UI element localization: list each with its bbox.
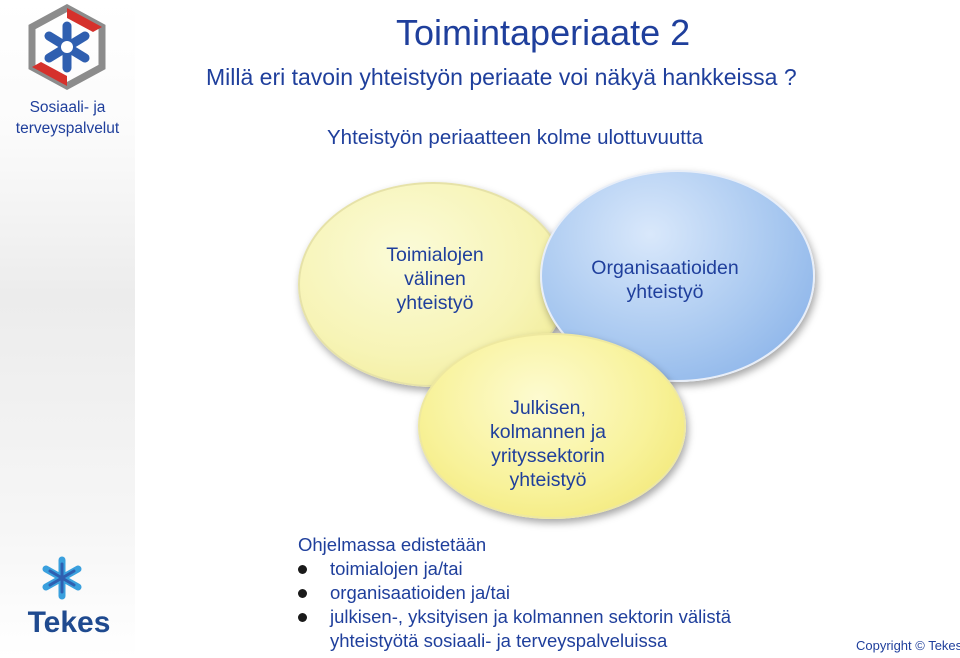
program-heading: Ohjelmassa edistetään bbox=[298, 534, 487, 555]
bullet-icon bbox=[298, 565, 307, 574]
circle-left-line3: yhteistyö bbox=[396, 292, 474, 314]
org-name-line1: Sosiaali- ja bbox=[29, 99, 106, 116]
circle-bottom-line2: kolmannen ja bbox=[490, 421, 606, 443]
org-name-line2: terveyspalvelut bbox=[15, 120, 120, 137]
circle-left-line2: välinen bbox=[404, 268, 466, 290]
circle-left-label: Toimialojen välinen yhteistyö bbox=[345, 243, 525, 315]
tekes-logo-icon: Tekes bbox=[28, 556, 111, 639]
list-item-text: julkisen-, yksityisen ja kolmannen sekto… bbox=[330, 606, 732, 627]
circle-bottom-line3: yrityssektorin bbox=[491, 445, 605, 467]
slide-title: Toimintaperiaate 2 bbox=[396, 12, 691, 53]
circle-bottom-line1: Julkisen, bbox=[510, 397, 586, 419]
circle-right-line1: Organisaatioiden bbox=[591, 257, 739, 279]
list-item-continuation: yhteistyötä sosiaali- ja terveyspalvelui… bbox=[330, 630, 668, 651]
slide-subtitle: Yhteistyön periaatteen kolme ulottuvuutt… bbox=[327, 126, 704, 149]
bullet-icon bbox=[298, 589, 307, 598]
slide-question: Millä eri tavoin yhteistyön periaate voi… bbox=[206, 64, 797, 90]
bullet-icon bbox=[298, 613, 307, 622]
circle-bottom-label: Julkisen, kolmannen ja yrityssektorin yh… bbox=[458, 396, 638, 492]
snowflake-logo-icon bbox=[28, 4, 106, 90]
circle-bottom-line4: yhteistyö bbox=[509, 469, 587, 491]
tekes-logo-text: Tekes bbox=[28, 606, 111, 639]
list-item-text: toimialojen ja/tai bbox=[330, 558, 463, 579]
circle-right-label: Organisaatioiden yhteistyö bbox=[560, 256, 770, 304]
sidebar: Sosiaali- ja terveyspalvelut Tekes bbox=[0, 0, 135, 658]
list-item: organisaatioiden ja/tai bbox=[298, 581, 731, 605]
list-item-text: organisaatioiden ja/tai bbox=[330, 582, 510, 603]
circle-left-line1: Toimialojen bbox=[386, 244, 484, 266]
circle-right-line2: yhteistyö bbox=[626, 281, 704, 303]
circle-sektorien bbox=[418, 333, 686, 519]
copyright-text: Copyright © Tekes bbox=[856, 638, 960, 653]
list-item: toimialojen ja/tai bbox=[298, 557, 731, 581]
list-item: julkisen-, yksityisen ja kolmannen sekto… bbox=[298, 605, 731, 629]
org-name: Sosiaali- ja terveyspalvelut bbox=[0, 97, 135, 139]
program-list: Ohjelmassa edistetään toimialojen ja/tai… bbox=[298, 533, 731, 653]
